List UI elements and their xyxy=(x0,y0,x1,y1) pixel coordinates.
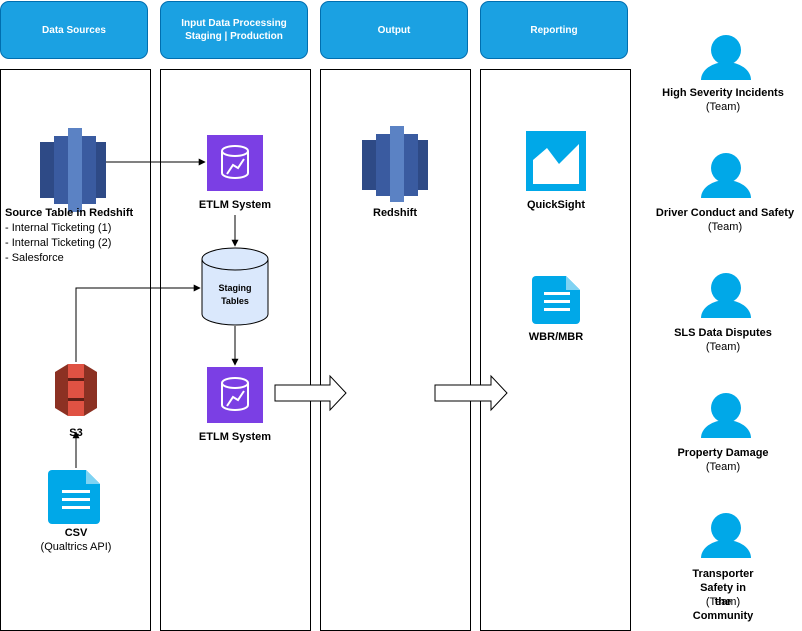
redshift-output-icon xyxy=(362,126,428,202)
block-arrow-to-output xyxy=(274,374,347,412)
header-data-sources: Data Sources xyxy=(0,1,148,59)
csv-document-icon xyxy=(48,470,100,524)
person-icon xyxy=(701,35,751,80)
header-input-processing: Input Data Processing Staging | Producti… xyxy=(160,1,308,59)
quicksight-label: QuickSight xyxy=(526,199,586,211)
team-name: Property Damage xyxy=(677,447,769,459)
etlm-top-icon xyxy=(207,135,263,191)
quicksight-icon xyxy=(526,131,586,191)
source-item: - Salesforce xyxy=(5,252,64,264)
source-item: - Internal Ticketing (1) xyxy=(5,222,112,234)
s3-icon xyxy=(55,364,97,416)
team-name: SLS Data Disputes xyxy=(674,327,772,339)
person-icon xyxy=(701,393,751,438)
header-output: Output xyxy=(320,1,468,59)
s3-label: S3 xyxy=(69,427,83,439)
source-item: - Internal Ticketing (2) xyxy=(5,237,112,249)
team-name: High Severity Incidents xyxy=(662,87,784,99)
wbr-mbr-label: WBR/MBR xyxy=(528,331,584,343)
staging-tables-cylinder xyxy=(201,247,269,326)
csv-sub-label: (Qualtrics API) xyxy=(40,541,112,553)
team-name: Driver Conduct and Safety xyxy=(655,207,795,219)
staging-label-2: Tables xyxy=(221,296,249,306)
source-title: Source Table in Redshift xyxy=(5,207,134,219)
etlm-bottom-label: ETLM System xyxy=(198,431,272,443)
team-sub: (Team) xyxy=(707,221,743,233)
person-icon xyxy=(701,153,751,198)
edge-s3-to-staging xyxy=(75,284,201,362)
team-name: Transporter Safety in the Community xyxy=(692,568,754,622)
team-sub: (Team) xyxy=(705,341,741,353)
redshift-output-label: Redshift xyxy=(373,207,417,219)
person-icon xyxy=(701,513,751,558)
person-icon xyxy=(701,273,751,318)
staging-label-1: Staging xyxy=(218,283,252,293)
header-reporting: Reporting xyxy=(480,1,628,59)
redshift-source-icon xyxy=(40,128,106,212)
team-sub: (Team) xyxy=(705,101,741,113)
csv-label: CSV xyxy=(64,527,88,539)
team-sub: (Team) xyxy=(705,461,741,473)
wbr-document-icon xyxy=(532,276,580,324)
etlm-bottom-icon xyxy=(207,367,263,423)
etlm-top-label: ETLM System xyxy=(198,199,272,211)
team-sub: (Team) xyxy=(705,596,741,608)
team-person-icons xyxy=(701,35,751,558)
block-arrow-to-reporting xyxy=(434,374,508,412)
